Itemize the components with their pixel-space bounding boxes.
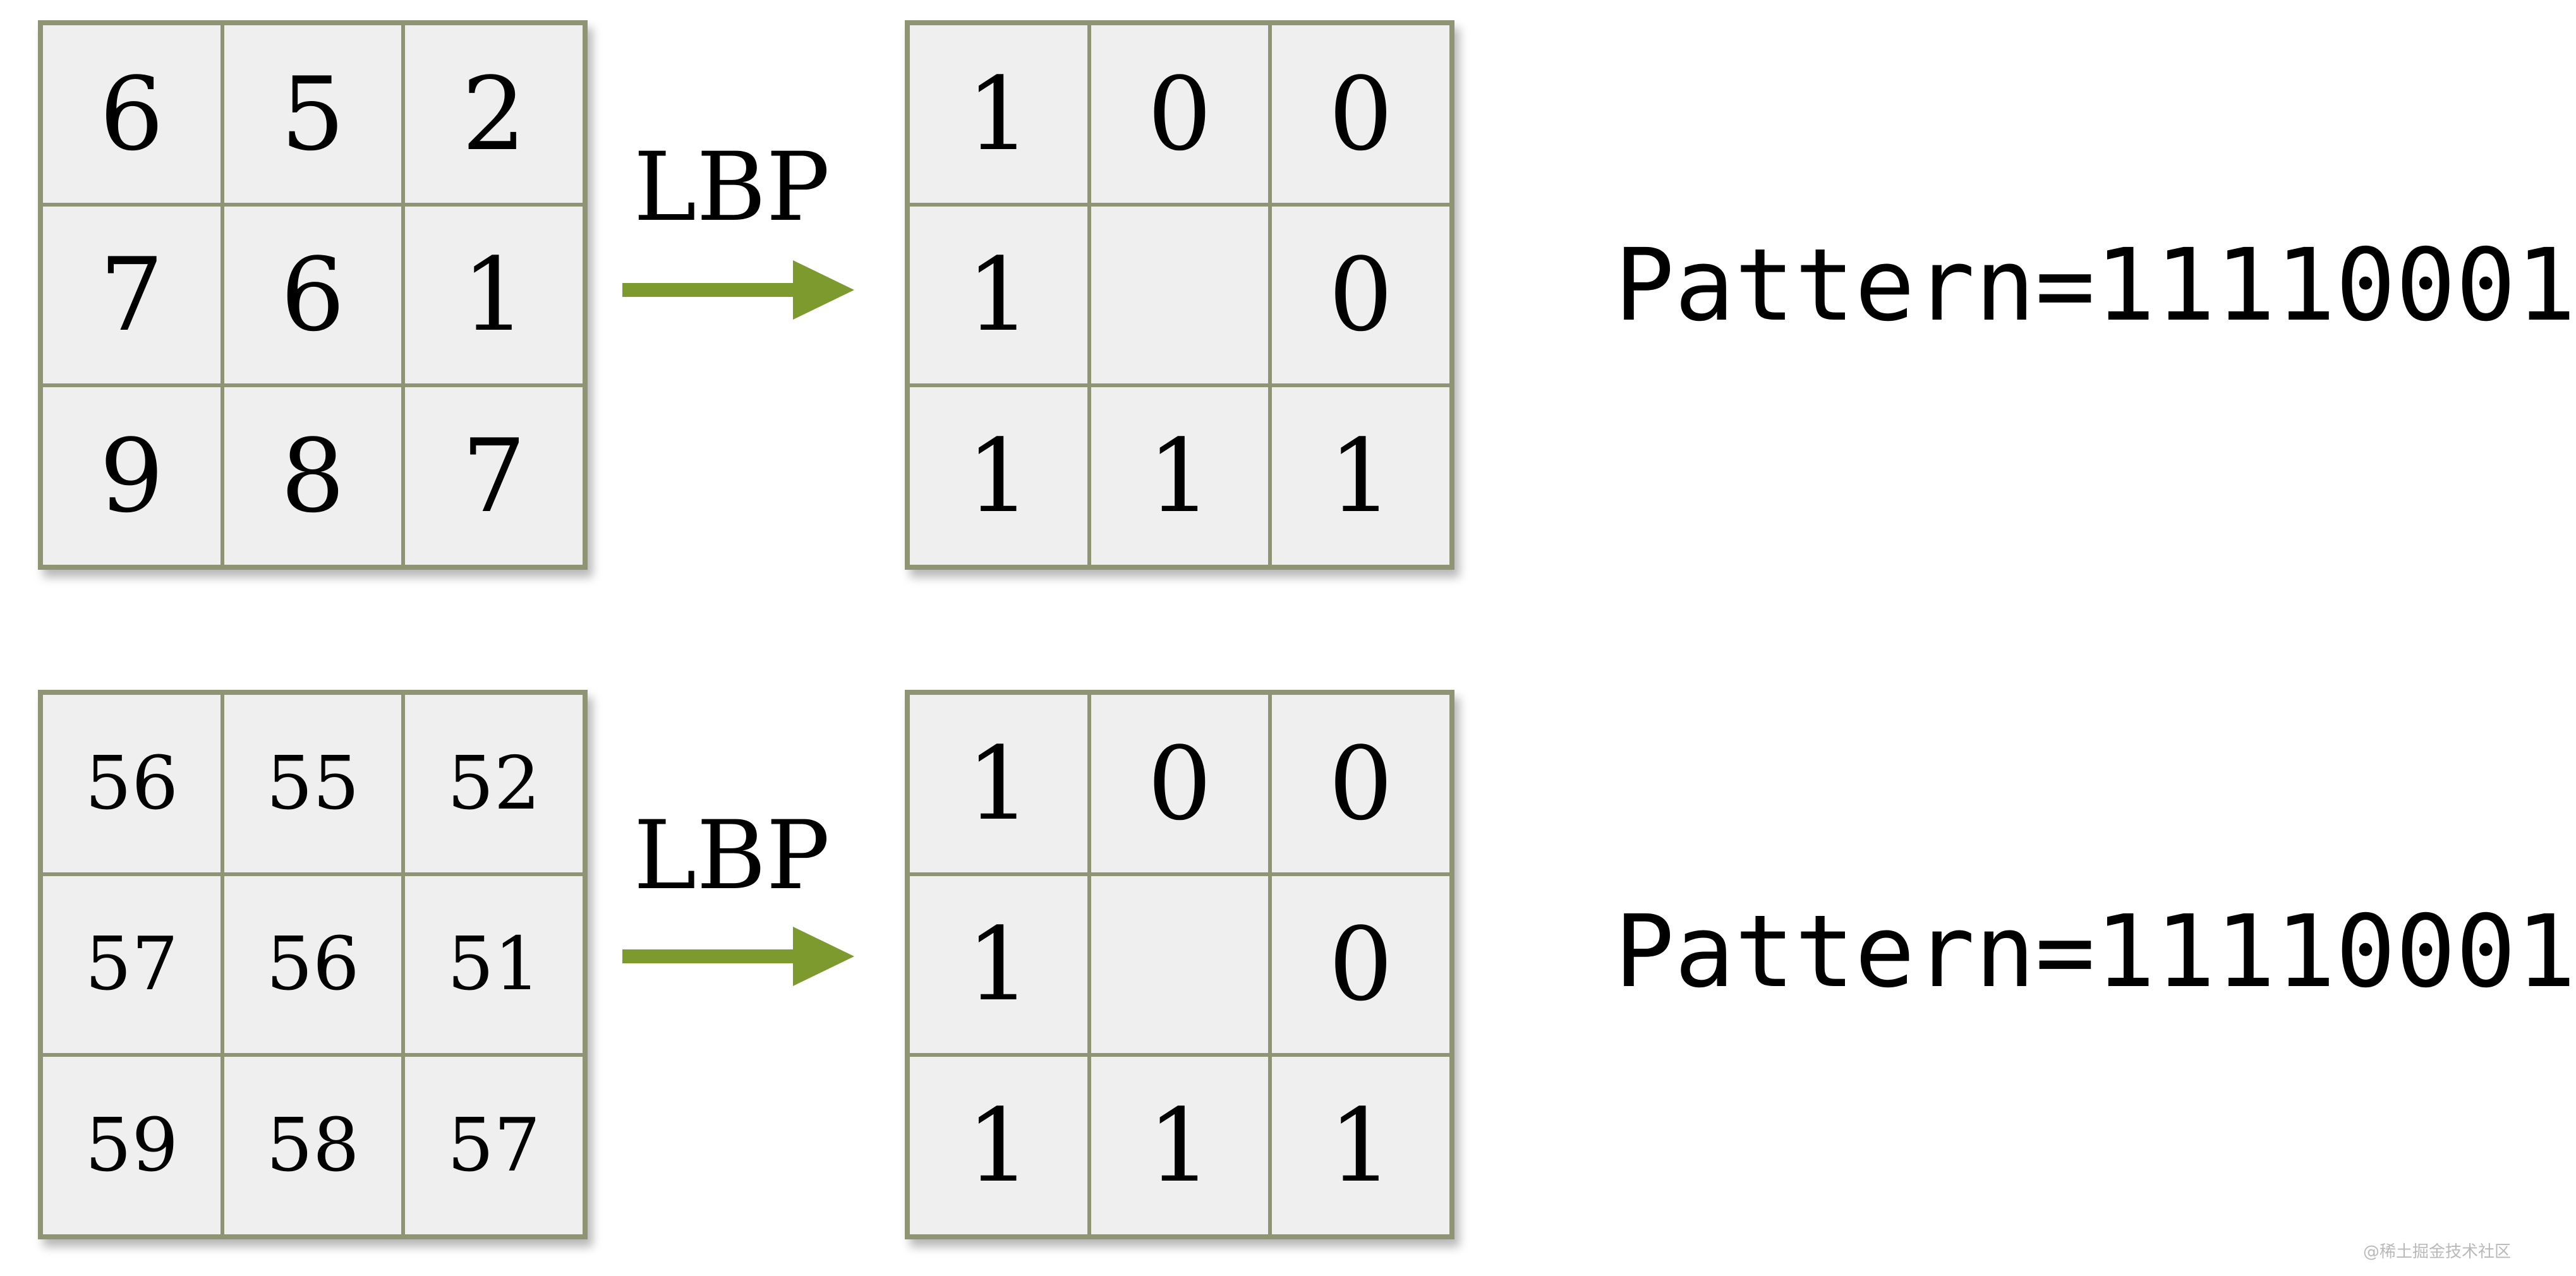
output-cell: 1 xyxy=(908,1055,1089,1236)
watermark: @稀土掘金技术社区 xyxy=(2362,1243,2511,1261)
input-cell: 6 xyxy=(41,23,222,205)
right-arrow-icon xyxy=(622,927,854,986)
output-cell-center xyxy=(1089,204,1271,386)
output-cell: 1 xyxy=(1270,1055,1451,1236)
output-cell: 1 xyxy=(1270,385,1451,567)
input-cell: 9 xyxy=(41,385,222,567)
output-cell: 0 xyxy=(1089,693,1271,874)
input-cell-center: 56 xyxy=(222,874,404,1056)
input-cell: 1 xyxy=(403,204,584,386)
lbp-label-1: LBP xyxy=(633,133,830,243)
input-cell: 51 xyxy=(403,874,584,1056)
input-grid-2: 56 55 52 57 56 51 59 58 57 xyxy=(38,690,588,1239)
input-cell: 8 xyxy=(222,385,404,567)
input-cell: 52 xyxy=(403,693,584,874)
output-cell: 1 xyxy=(908,23,1089,205)
output-cell: 1 xyxy=(1089,1055,1271,1236)
output-cell: 1 xyxy=(908,874,1089,1056)
output-cell: 0 xyxy=(1270,204,1451,386)
output-cell: 1 xyxy=(908,385,1089,567)
input-cell: 2 xyxy=(403,23,584,205)
output-grid-2: 1 0 0 1 0 1 1 1 xyxy=(905,690,1454,1239)
input-cell: 57 xyxy=(403,1055,584,1236)
input-cell: 59 xyxy=(41,1055,222,1236)
lbp-label-2: LBP xyxy=(633,801,830,911)
input-cell: 7 xyxy=(403,385,584,567)
pattern-label-2: Pattern=11110001 xyxy=(1614,894,2576,1010)
input-cell: 58 xyxy=(222,1055,404,1236)
output-cell: 1 xyxy=(1089,385,1271,567)
input-cell: 5 xyxy=(222,23,404,205)
input-cell: 55 xyxy=(222,693,404,874)
input-cell-center: 6 xyxy=(222,204,404,386)
input-cell: 7 xyxy=(41,204,222,386)
output-cell: 1 xyxy=(908,693,1089,874)
output-cell: 0 xyxy=(1089,23,1271,205)
pattern-label-1: Pattern=11110001 xyxy=(1614,227,2576,344)
output-cell: 0 xyxy=(1270,23,1451,205)
input-cell: 56 xyxy=(41,693,222,874)
output-grid-1: 1 0 0 1 0 1 1 1 xyxy=(905,20,1454,570)
output-cell: 0 xyxy=(1270,693,1451,874)
output-cell-center xyxy=(1089,874,1271,1056)
input-cell: 57 xyxy=(41,874,222,1056)
input-grid-1: 6 5 2 7 6 1 9 8 7 xyxy=(38,20,588,570)
output-cell: 0 xyxy=(1270,874,1451,1056)
output-cell: 1 xyxy=(908,204,1089,386)
right-arrow-icon xyxy=(622,260,854,320)
